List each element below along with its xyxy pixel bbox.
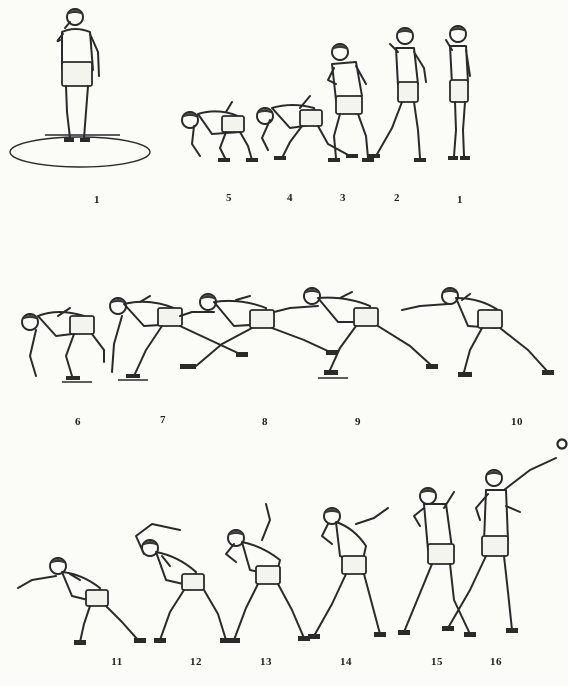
figure-label: 6 [75, 416, 81, 428]
athlete-figure-16 [442, 458, 556, 633]
athlete-figure-14 [308, 508, 388, 639]
athlete-figure-12 [136, 524, 232, 643]
figure-label: 2 [394, 192, 400, 204]
athlete-figure-1-left [58, 9, 99, 142]
athlete-figure-10 [402, 288, 554, 377]
figure-label: 7 [160, 414, 166, 426]
athlete-figure-5 [182, 102, 258, 162]
figure-label: 14 [340, 656, 352, 668]
athlete-figure-13 [226, 504, 310, 643]
figure-label: 9 [355, 416, 361, 428]
figure-label: 16 [490, 656, 502, 668]
athlete-figure-11 [18, 558, 146, 645]
athlete-figure-2 [368, 28, 426, 162]
figure-label: 8 [262, 416, 268, 428]
figure-label: 13 [260, 656, 272, 668]
figure-label: 12 [190, 656, 202, 668]
figure-label: 3 [340, 192, 346, 204]
athlete-figure-15 [398, 488, 476, 637]
athlete-figure-7 [110, 296, 248, 380]
athlete-figure-9 [274, 288, 438, 378]
athlete-figure-3 [328, 44, 374, 162]
figure-label: 4 [287, 192, 293, 204]
figure-label: 11 [111, 656, 122, 668]
figure-label: 1 [457, 194, 463, 206]
athlete-figure-8 [180, 294, 338, 369]
athlete-figure-6 [22, 308, 104, 382]
figure-label: 5 [226, 192, 232, 204]
figure-label: 15 [431, 656, 443, 668]
shot-ball [558, 440, 567, 449]
figure-label: 10 [511, 416, 523, 428]
figure-label: 1 [94, 194, 100, 206]
athlete-figure-1-right [446, 26, 470, 160]
